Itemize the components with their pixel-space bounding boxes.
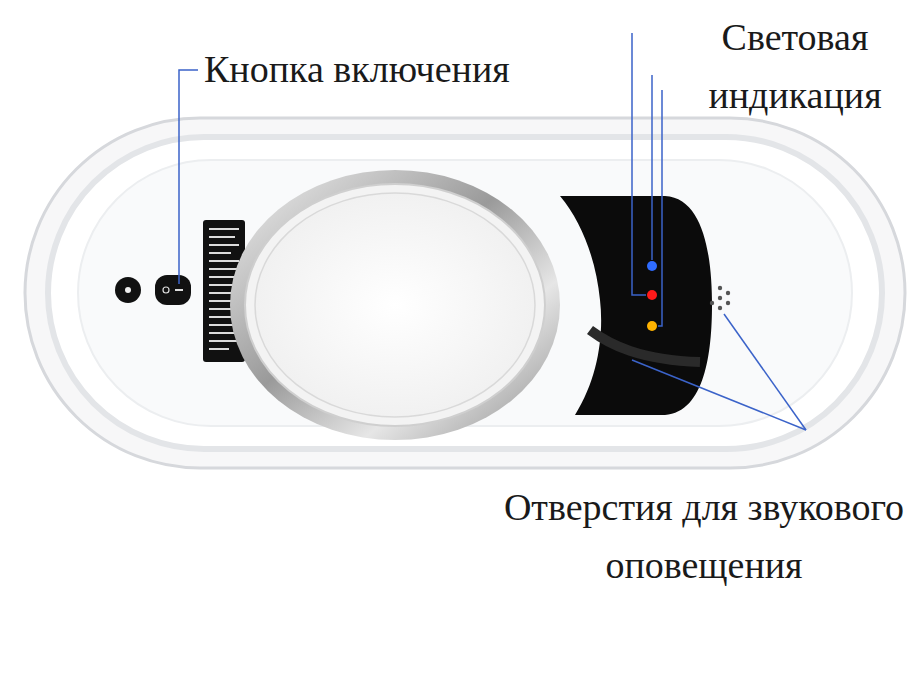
indicator-button bbox=[115, 277, 141, 303]
indicator-button-mark bbox=[125, 287, 131, 293]
handle-pad bbox=[255, 193, 535, 417]
indicator-panel bbox=[560, 196, 712, 415]
callout-label: Отверстия для звукового оповещения bbox=[498, 478, 910, 594]
yellow-led bbox=[647, 321, 657, 331]
housing-inner bbox=[48, 137, 882, 449]
callout-label: Световая индикация bbox=[680, 8, 910, 124]
blue-led bbox=[647, 261, 657, 271]
callout-label: Кнопка включения bbox=[204, 46, 584, 92]
switch-on-mark bbox=[175, 289, 183, 291]
switch-off-mark bbox=[163, 287, 169, 293]
panel-reflection bbox=[590, 330, 700, 362]
housing-face bbox=[78, 160, 852, 426]
speaker-holes bbox=[710, 286, 730, 310]
handle-ring-inner bbox=[245, 184, 545, 426]
power-switch bbox=[155, 275, 191, 305]
housing-outline bbox=[25, 118, 905, 468]
handle-ring bbox=[230, 170, 560, 440]
red-led bbox=[647, 290, 657, 300]
